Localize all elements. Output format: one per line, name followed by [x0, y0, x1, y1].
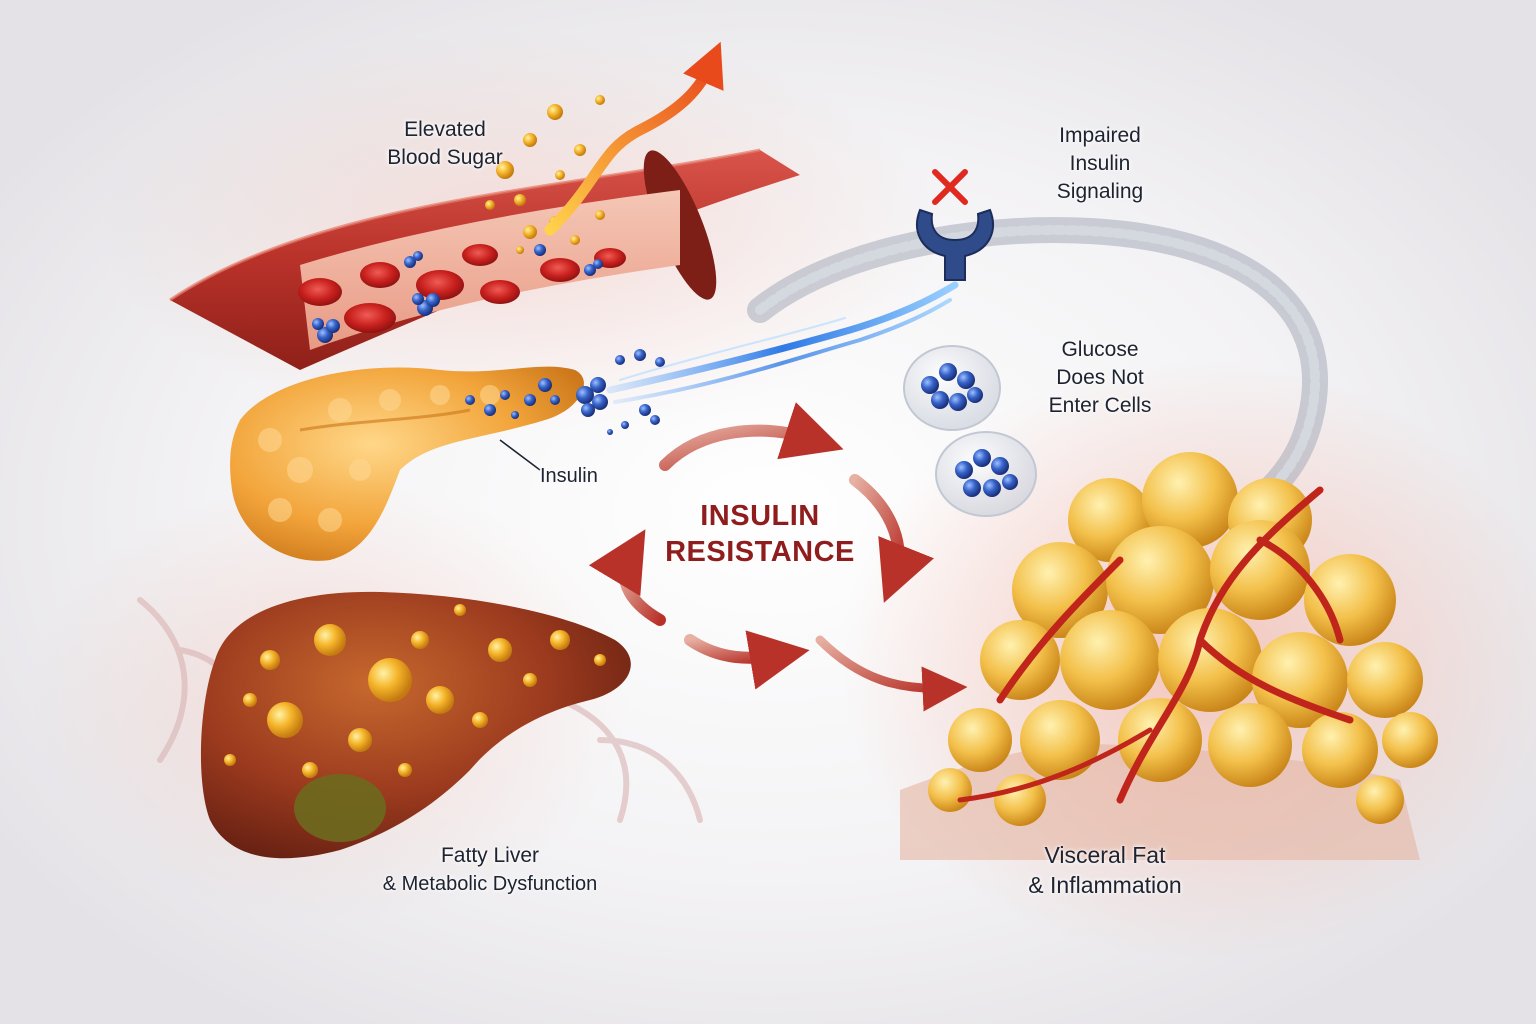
glucose-vesicle-2 [935, 431, 1037, 517]
label-line: Does Not [1056, 366, 1144, 389]
label-line: Elevated [404, 118, 486, 141]
pancreas [230, 366, 584, 561]
label-insulin: Insulin [540, 465, 598, 487]
cycle-arrow-bottom [684, 630, 810, 690]
label-line: Insulin [1069, 152, 1131, 175]
blocked-x-icon [932, 169, 968, 205]
fat-blood-vessels [957, 486, 1354, 804]
center-title: INSULIN RESISTANCE [640, 498, 880, 570]
label-line: Impaired [1059, 124, 1141, 147]
insulin-receptor [916, 208, 994, 281]
label-line: & Inflammation [1028, 872, 1182, 898]
cycle-arrow-top [659, 402, 844, 471]
glucose-vesicle-1 [903, 345, 1001, 431]
label-impaired-insulin-signaling: Impaired Insulin Signaling [990, 122, 1210, 206]
blood-sugar-up-arrow [485, 41, 724, 236]
insulin-leader-line [499, 439, 541, 471]
cycle-arrow-right [849, 474, 934, 603]
label-elevated-blood-sugar: Elevated Blood Sugar [330, 116, 560, 172]
label-line: Glucose [1061, 338, 1139, 361]
label-line: Signaling [1056, 180, 1144, 203]
label-line: Enter Cells [1048, 394, 1152, 417]
label-fatty-liver: Fatty Liver & Metabolic Dysfunction [300, 842, 680, 898]
center-title-line: INSULIN [700, 500, 820, 532]
visceral-fat [900, 452, 1438, 860]
insulin-signal-ribbon [606, 281, 959, 404]
label-line: Visceral Fat [1044, 842, 1166, 868]
label-glucose-does-not-enter: Glucose Does Not Enter Cells [990, 336, 1210, 420]
label-visceral-fat: Visceral Fat & Inflammation [980, 840, 1230, 900]
label-line: Fatty Liver [440, 844, 540, 867]
cycle-arrows [588, 402, 968, 712]
label-line: & Metabolic Dysfunction [382, 873, 598, 895]
center-title-line: RESISTANCE [665, 536, 855, 568]
fatty-liver [200, 591, 631, 859]
label-line: Blood Sugar [387, 146, 503, 169]
insulin-molecules [465, 349, 665, 435]
vessel-glucose-clusters [312, 244, 603, 343]
arrow-to-fat [815, 635, 968, 712]
cycle-arrow-left [588, 529, 666, 626]
cell-membrane [747, 217, 1328, 513]
